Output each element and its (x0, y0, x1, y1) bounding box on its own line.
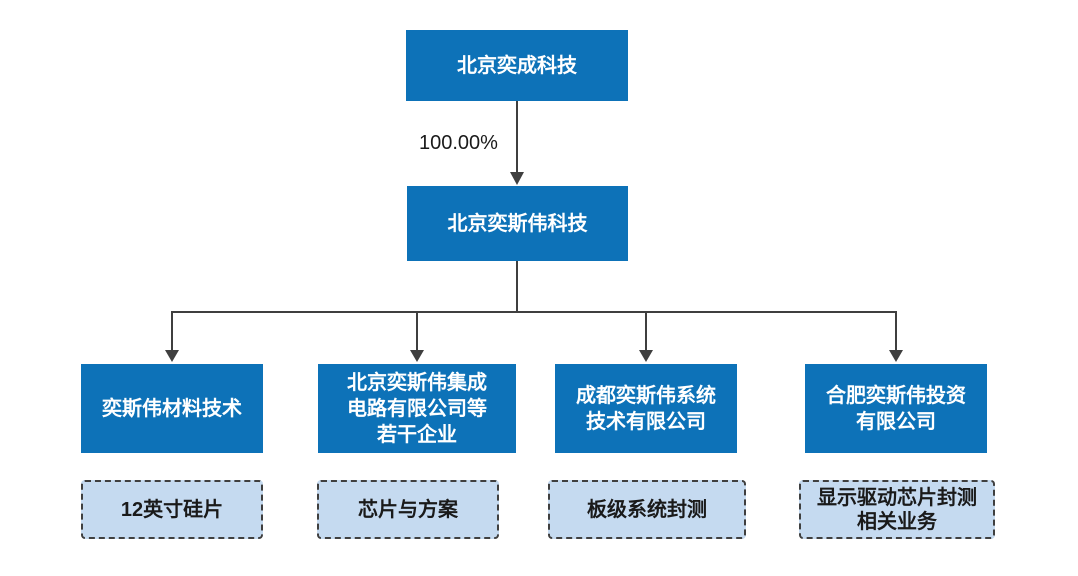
org-node-subsidiary-2: 北京奕斯伟集成 电路有限公司等 若干企业 (318, 364, 516, 453)
ownership-percent-label: 100.00% (419, 132, 498, 154)
arrowhead-subsidiary-1 (165, 350, 179, 362)
business-node-3: 板级系统封测 (548, 480, 746, 539)
arrowhead-subsidiary-2 (410, 350, 424, 362)
arrowhead-subsidiary-3 (639, 350, 653, 362)
business-node-2: 芯片与方案 (317, 480, 499, 539)
org-node-subsidiary-4: 合肥奕斯伟投资 有限公司 (805, 364, 987, 453)
business-node-4: 显示驱动芯片封测 相关业务 (799, 480, 995, 539)
arrowhead-root-parent (510, 172, 524, 185)
arrowhead-subsidiary-4 (889, 350, 903, 362)
org-node-parent: 北京奕斯伟科技 (407, 186, 628, 261)
org-node-subsidiary-3: 成都奕斯伟系统 技术有限公司 (555, 364, 737, 453)
org-node-subsidiary-1: 奕斯伟材料技术 (81, 364, 263, 453)
business-node-1: 12英寸硅片 (81, 480, 263, 539)
org-node-root: 北京奕成科技 (406, 30, 628, 101)
